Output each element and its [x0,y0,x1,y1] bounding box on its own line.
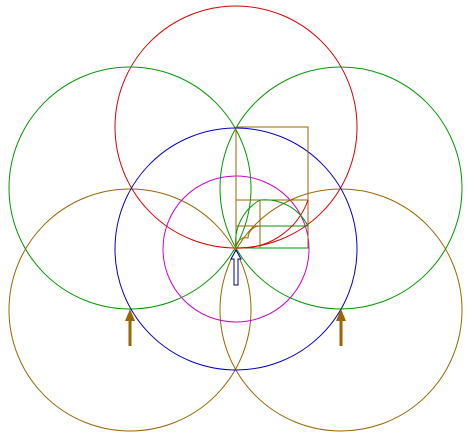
center-arrow [230,248,242,286]
spiral-arc-red [235,199,309,249]
left-arrow [125,309,135,346]
spiral-arc-green [235,199,309,249]
right-arrow [336,309,346,346]
bottom-left-circle [8,188,252,432]
golden-spiral [235,199,309,249]
spiral-arc-small [235,225,261,249]
